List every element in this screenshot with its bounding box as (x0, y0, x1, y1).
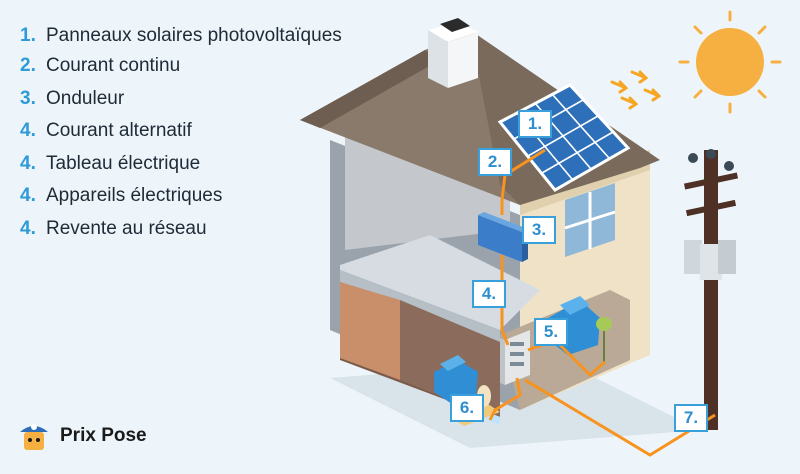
utility-pole (683, 149, 739, 430)
electrical-panel (500, 330, 530, 385)
legend-item-label: Revente au réseau (46, 217, 207, 239)
callout-grid-resale: 7. (674, 404, 708, 432)
brand-mascot-icon (20, 424, 48, 450)
legend-item: 3.Onduleur (20, 87, 125, 109)
callout-solar-panel: 1. (518, 110, 552, 138)
wiring (488, 148, 716, 457)
chimney (428, 18, 478, 88)
callout-direct-current: 2. (478, 148, 512, 176)
legend-item-label: Appareils électriques (46, 185, 223, 207)
legend-item-label: Tableau électrique (46, 152, 201, 174)
legend-item-label: Courant alternatif (46, 120, 192, 142)
brand-logo: Prix Pose (16, 418, 147, 454)
legend-item: 4.Revente au réseau (20, 217, 207, 239)
legend-item-label: Courant continu (46, 55, 181, 77)
sunlight-arrows (610, 70, 662, 110)
armchair-lower (434, 355, 478, 404)
callout-appliances: 6. (450, 394, 484, 422)
legend-item: 1.Panneaux solaires photovoltaïques (20, 25, 342, 46)
brand-name: Prix Pose (60, 425, 147, 446)
callout-electrical-panel: 5. (534, 318, 568, 346)
legend-item: 2.Courant continu (20, 55, 181, 77)
floor-lamp (596, 317, 612, 362)
legend-list: 1.Panneaux solaires photovoltaïques 2.Co… (20, 22, 342, 245)
legend-item: 4.Appareils électriques (20, 185, 223, 207)
legend-item: 4.Tableau électrique (20, 152, 201, 174)
legend-item-label: Onduleur (46, 87, 125, 109)
callout-alternating-current: 4. (472, 280, 506, 308)
sun-icon (678, 10, 782, 114)
legend-item: 4.Courant alternatif (20, 120, 192, 142)
window (564, 183, 616, 257)
legend-item-label: Panneaux solaires photovoltaïques (46, 25, 342, 46)
callout-inverter: 3. (522, 216, 556, 244)
